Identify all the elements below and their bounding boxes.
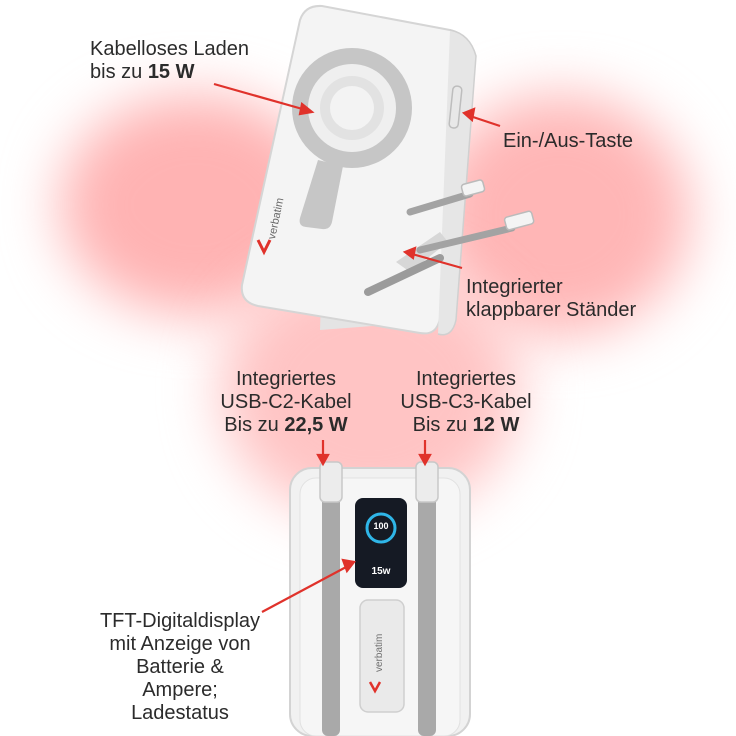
label-display-line2: mit Anzeige von xyxy=(109,633,251,655)
label-display-line1: TFT-Digitaldisplay xyxy=(99,610,261,632)
label-wireless-charging: Kabelloses Laden bis zu 15 W xyxy=(90,38,249,84)
screen-power-value: 15w xyxy=(371,566,391,577)
label-stand-line1: Integrierter xyxy=(466,276,563,298)
arrows xyxy=(213,82,501,613)
label-c3-line3: Bis zu 12 W xyxy=(412,414,520,436)
label-stand: Integrierter klappbarer Ständer xyxy=(466,276,636,322)
brand-logo-bottom: verbatim xyxy=(374,633,385,672)
label-cable-c2: Integriertes USB-C2-Kabel Bis zu 22,5 W xyxy=(196,368,376,437)
label-c2-line1: Integriertes xyxy=(235,368,337,390)
label-display-line4: Ampere; xyxy=(142,679,218,701)
label-display-line3: Batterie & xyxy=(136,656,224,678)
label-wireless-line1: Kabelloses Laden xyxy=(90,38,250,60)
label-cable-c3: Integriertes USB-C3-Kabel Bis zu 12 W xyxy=(378,368,554,437)
label-c2-line2: USB-C2-Kabel xyxy=(220,391,352,413)
label-power-button: Ein-/Aus-Taste xyxy=(503,130,634,152)
power-bank-top xyxy=(240,4,535,336)
power-bank-bottom xyxy=(289,461,471,736)
label-wireless-line2: bis zu 15 W xyxy=(90,61,195,83)
label-display: TFT-Digitaldisplay mit Anzeige von Batte… xyxy=(70,610,290,725)
label-c3-line2: USB-C3-Kabel xyxy=(400,391,532,413)
label-stand-line2: klappbarer Ständer xyxy=(466,299,637,321)
label-c3-line1: Integriertes xyxy=(415,368,517,390)
label-c2-line3: Bis zu 22,5 W xyxy=(224,414,348,436)
screen-battery-value: 100 xyxy=(373,521,389,531)
label-display-line5: Ladestatus xyxy=(131,702,229,724)
power-button xyxy=(448,85,463,129)
